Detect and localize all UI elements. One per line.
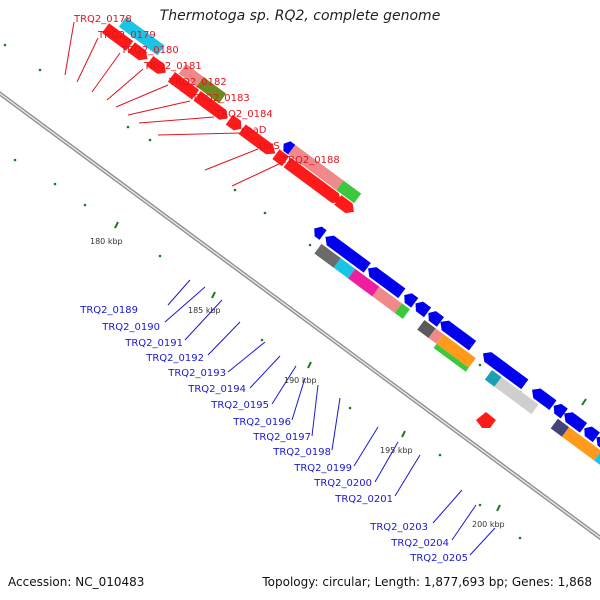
gene-red-e[interactable] (193, 91, 232, 123)
gene-green-a[interactable] (336, 180, 362, 204)
gene-label-bottom[interactable]: TRQ2_0199 (293, 463, 352, 474)
kbp-label: 185 kbp (188, 306, 221, 315)
genome-info-label: Topology: circular; Length: 1,877,693 bp… (262, 575, 592, 589)
gene-label-top[interactable]: TRQ2_0182 (168, 77, 227, 88)
top-leaders (64, 21, 282, 187)
gene-pink-a[interactable] (178, 63, 204, 87)
accession-label: Accession: NC_010483 (8, 575, 145, 589)
kbp-ticks (114, 221, 587, 512)
bottom-leaders (164, 279, 496, 556)
map-title: Thermotoga sp. RQ2, complete genome (159, 8, 441, 24)
backbone (0, 91, 600, 541)
gene-label-bottom[interactable]: TRQ2_0196 (232, 417, 291, 428)
bottom-labels: TRQ2_0189 TRQ2_0190 TRQ2_0191 TRQ2_0192 … (79, 305, 468, 564)
top-labels: TRQ2_0178 TRQ2_0179 TRQ2_0180 TRQ2_0181 … (73, 14, 340, 166)
gene-blue-a[interactable] (280, 139, 296, 155)
gene-gray-b[interactable] (417, 319, 436, 338)
gene-label-bottom[interactable]: TRQ2_0197 (252, 432, 311, 443)
gene-blue-d[interactable] (364, 264, 406, 299)
gene-label-bottom[interactable]: TRQ2_0195 (210, 400, 269, 411)
kbp-label: 200 kbp (472, 520, 505, 529)
gene-label-bottom[interactable]: TRQ2_0203 (369, 522, 428, 533)
gene-orange-a[interactable] (436, 334, 476, 368)
gene-label-bottom[interactable]: TRQ2_0198 (272, 447, 331, 458)
gene-label-top[interactable]: TRQ2_0178 (73, 14, 132, 25)
gc-ticks-inner (13, 158, 522, 540)
gene-label-top[interactable]: coaD (241, 125, 267, 136)
gene-label-bottom[interactable]: TRQ2_0200 (313, 478, 372, 489)
gene-cyan-b[interactable] (333, 258, 356, 279)
gene-blue-c[interactable] (322, 232, 371, 273)
gene-blue-b[interactable] (311, 224, 327, 240)
gene-magenta-a[interactable] (348, 268, 380, 297)
gene-label-top[interactable]: thrS (259, 141, 280, 152)
gene-skyblue-a[interactable] (594, 450, 600, 467)
bottom-strand (311, 224, 600, 467)
gene-orange-b[interactable] (561, 427, 600, 461)
gene-red-c[interactable] (146, 55, 169, 78)
gene-blue-l[interactable] (561, 409, 588, 433)
gene-blue-g[interactable] (425, 308, 444, 327)
gene-label-top[interactable]: TRQ2_0183 (191, 93, 250, 104)
gene-label-top[interactable]: TRQ2_0179 (97, 30, 156, 41)
gene-blue-h[interactable] (437, 317, 477, 351)
top-strand (101, 17, 362, 217)
gene-label-bottom[interactable]: TRQ2_0193 (167, 368, 226, 379)
gene-red-h[interactable] (272, 149, 290, 167)
gene-label-bottom[interactable]: TRQ2_0192 (145, 353, 204, 364)
gene-pink-b[interactable] (288, 144, 344, 191)
gene-red-g[interactable] (238, 124, 279, 158)
gene-label-bottom[interactable]: TRQ2_0190 (101, 322, 160, 333)
gene-red-a[interactable] (101, 23, 134, 51)
gene-red-f[interactable] (225, 114, 245, 134)
gene-label-top[interactable]: TRQ2_0180 (120, 45, 179, 56)
gene-gray-a[interactable] (314, 243, 341, 268)
gene-blue-e[interactable] (401, 290, 419, 308)
gene-teal-a[interactable] (484, 369, 502, 387)
gene-red-j[interactable] (334, 195, 357, 217)
gene-navy-a[interactable] (550, 418, 570, 437)
gene-pink-d[interactable] (428, 328, 444, 344)
gene-blue-i[interactable] (479, 349, 529, 390)
gene-blue-k[interactable] (550, 401, 568, 419)
kbp-labels: 180 kbp 185 kbp 190 kbp 195 kbp 200 kbp (90, 237, 505, 529)
gene-lightgray-a[interactable] (494, 377, 539, 415)
gene-label-bottom[interactable]: TRQ2_0194 (187, 384, 246, 395)
gene-label-bottom[interactable]: TRQ2_0191 (124, 338, 183, 349)
gene-label-top[interactable]: TRQ2_0188 (281, 155, 340, 166)
gene-label-bottom[interactable]: TRQ2_0201 (334, 494, 393, 505)
gene-red-b[interactable] (127, 42, 151, 64)
gene-green-c[interactable] (433, 343, 469, 372)
gene-green-b[interactable] (394, 303, 410, 319)
gene-olive-a[interactable] (196, 77, 227, 104)
kbp-label: 195 kbp (380, 446, 413, 455)
gene-pink-c[interactable] (372, 286, 402, 313)
gene-label-bottom[interactable]: TRQ2_0204 (390, 538, 449, 549)
gene-red-d[interactable] (167, 72, 200, 100)
gene-blue-j[interactable] (528, 385, 557, 410)
gene-red-i[interactable] (283, 157, 345, 207)
kbp-label: 190 kbp (284, 376, 317, 385)
gene-blue-f[interactable] (412, 299, 432, 318)
gene-cyan-a[interactable] (118, 17, 165, 56)
gene-label-bottom[interactable]: TRQ2_0189 (79, 305, 138, 316)
kbp-label: 180 kbp (90, 237, 123, 246)
gene-label-bottom[interactable]: TRQ2_0205 (409, 553, 468, 564)
gene-label-top[interactable]: TRQ2_0184 (214, 109, 273, 120)
gene-blue-m[interactable] (581, 424, 600, 443)
gene-red-isolated[interactable] (476, 412, 496, 428)
gene-label-top[interactable]: TRQ2_0181 (143, 61, 202, 72)
